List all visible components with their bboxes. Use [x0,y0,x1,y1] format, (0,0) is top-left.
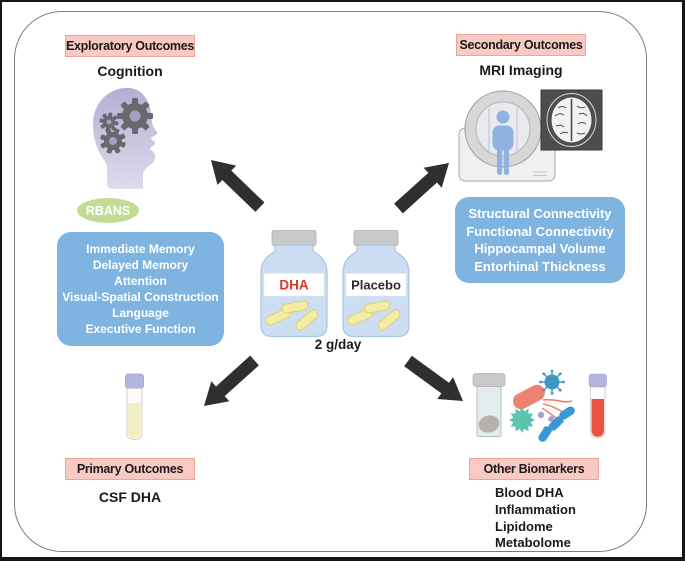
panel-item: Functional Connectivity [466,223,614,239]
biomarker-icons [472,370,607,442]
panel-item: Structural Connectivity [468,206,612,221]
microbe-icon [509,407,535,433]
dha-bottle-icon: DHA [260,230,328,338]
secondary-outcomes-label: Secondary Outcomes [459,38,583,52]
placebo-bottle-label: Placebo [351,278,401,293]
mri-outcomes-panel: Structural Connectivity Functional Conne… [455,197,625,283]
panel-item: Language [112,306,169,320]
secondary-outcomes-tag: Secondary Outcomes [456,34,586,56]
brain-scan-icon [540,89,603,151]
virus-icon [539,370,565,395]
dose-label: 2 g/day [314,337,362,352]
panel-item: Hippocampal Volume [474,241,606,256]
biomarker-item: Blood DHA [495,485,564,500]
biomarker-item: Inflammation [495,501,576,517]
biomarker-item: Metabolome [495,535,571,551]
rbans-badge: RBANS [77,198,139,223]
mri-imaging-title: MRI Imaging [479,62,563,78]
placebo-bottle-icon: Placebo [342,230,410,338]
exploratory-outcomes-tag: Exploratory Outcomes [65,35,195,57]
panel-item: Entorhinal Thickness [474,258,606,274]
panel-item: Visual-Spatial Construction [62,290,219,304]
pill-bottles: DHA Placebo [260,230,410,338]
specimen-cup-icon [472,373,506,437]
mri-scanner-icon [458,89,603,182]
panel-item: Executive Function [85,322,196,336]
csf-dha-title: CSF DHA [98,489,162,505]
blood-tube-icon [588,373,607,439]
primary-outcomes-label: Primary Outcomes [76,462,184,476]
panel-item: Attention [114,274,167,288]
gears-icon [99,98,153,154]
csf-vial-icon [125,373,144,441]
rounded-frame [14,11,647,552]
other-biomarkers-label: Other Biomarkers [483,462,585,476]
other-biomarkers-tag: Other Biomarkers [469,458,599,480]
panel-item: Immediate Memory [86,242,195,256]
exploratory-outcomes-label: Exploratory Outcomes [65,39,195,53]
panel-item: Delayed Memory [92,258,189,272]
bacillus-chain-icon [538,406,575,442]
rbans-label: RBANS [85,203,131,218]
biomarker-item: Lipidome [495,518,553,534]
biomarker-list: Blood DHA Inflammation Lipidome Metabolo… [495,485,576,552]
patient-figure-icon [492,110,514,175]
dha-bottle-label: DHA [279,278,308,293]
pills [265,300,319,331]
primary-outcomes-tag: Primary Outcomes [65,458,195,480]
pills [347,300,401,331]
head-with-gears-icon [93,87,157,189]
cognition-outcomes-panel: Immediate Memory Delayed Memory Attentio… [57,232,224,346]
cognition-title: Cognition [97,63,163,79]
